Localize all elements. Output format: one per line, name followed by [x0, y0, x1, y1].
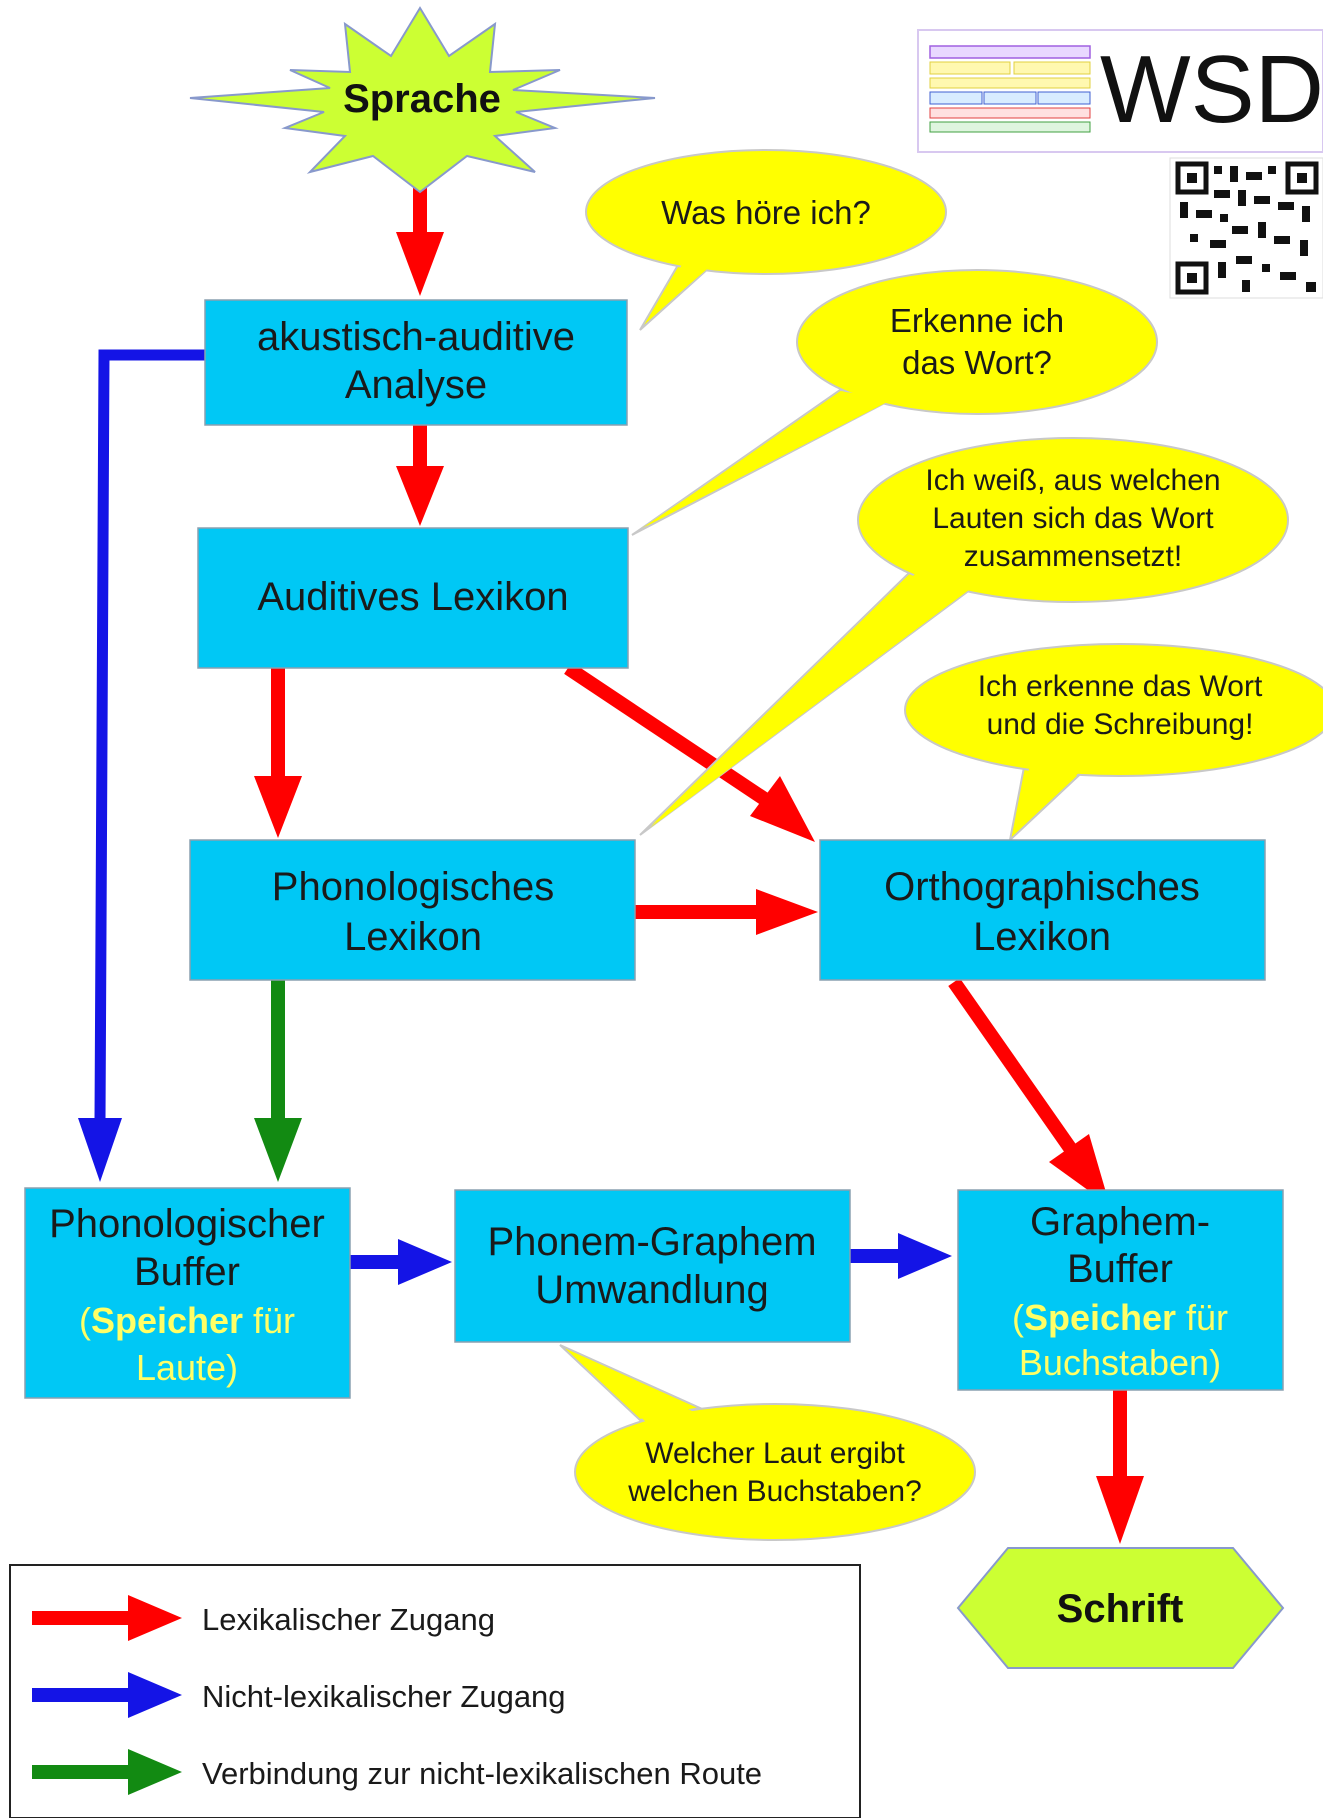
red-arrowhead-analysis [396, 232, 444, 296]
bubble-spelling: Ich erkenne das Wort und die Schreibung! [904, 643, 1323, 843]
blue-arrowhead-grapheme-buffer [898, 1233, 952, 1279]
nonlexical-route [78, 349, 952, 1285]
box-acoustic-analysis: akustisch-auditive Analyse [204, 299, 628, 426]
end-hexagon: Schrift [956, 1547, 1285, 1669]
logo-text: WSD [1100, 36, 1323, 143]
red-connector-auditory-to-orthographic [564, 662, 770, 806]
box-grapheme-buffer: Graphem- Buffer (Speicher für Buchstaben… [957, 1189, 1284, 1391]
bubble-recognize-line1: Erkenne ich [890, 302, 1064, 339]
box-phonological-lexicon: Phonologisches Lexikon [189, 839, 636, 981]
blue-arrowhead-conversion [398, 1239, 452, 1285]
box-gbuffer-line2: Buffer [1067, 1247, 1173, 1291]
red-arrowhead-orthographic-diag [750, 776, 815, 842]
bubble-hear: Was höre ich? [585, 149, 947, 331]
box-orthographic-line2: Lexikon [973, 915, 1111, 959]
legend-item-connection: Verbindung zur nicht-lexikalischen Route [32, 1749, 762, 1795]
bubble-hear-text: Was höre ich? [661, 194, 871, 231]
bubble-spelling-line2: und die Schreibung! [987, 708, 1254, 741]
box-pbuffer-line1: Phonologischer [49, 1202, 325, 1246]
legend: Lexikalischer Zugang Nicht-lexikalischer… [9, 1564, 861, 1818]
bubble-recognize: Erkenne ich das Wort? [631, 269, 1158, 536]
legend-label-nonlexical: Nicht-lexikalischer Zugang [202, 1679, 566, 1714]
box-pbuffer-bold: Speicher [91, 1300, 243, 1341]
box-orthographic-line1: Orthographisches [884, 865, 1200, 909]
legend-arrowhead-lexical [128, 1595, 182, 1641]
box-gbuffer-line1: Graphem- [1030, 1200, 1210, 1244]
green-arrowhead-phonological-buffer [254, 1118, 302, 1182]
start-star: Sprache [189, 6, 656, 194]
legend-label-lexical: Lexikalischer Zugang [202, 1602, 495, 1637]
box-pbuffer-paren: ( [79, 1300, 91, 1341]
legend-arrowhead-connection [128, 1749, 182, 1795]
box-auditory-line1: Auditives Lexikon [257, 575, 568, 619]
blue-arrowhead-phonological-buffer [78, 1118, 122, 1182]
bubble-sounds-line2: Lauten sich das Wort [932, 502, 1214, 535]
box-pbuffer-line2: Buffer [134, 1250, 240, 1294]
red-arrowhead-phonological-lexicon [254, 776, 302, 838]
bubble-letters: Welcher Laut ergibt welchen Buchstaben? [559, 1344, 976, 1541]
legend-arrowhead-nonlexical [128, 1672, 182, 1718]
box-conversion: Phonem-Graphem Umwandlung [454, 1189, 851, 1343]
box-conversion-line1: Phonem-Graphem [487, 1220, 816, 1264]
box-phonological-line2: Lexikon [344, 915, 482, 959]
box-phonological-buffer: Phonologischer Buffer (Speicher für Laut… [24, 1187, 351, 1399]
bubble-recognize-line2: das Wort? [902, 344, 1052, 381]
box-gbuffer-paren: ( [1012, 1297, 1024, 1338]
box-phonological-line1: Phonologisches [272, 865, 554, 909]
bubble-letters-line2: welchen Buchstaben? [627, 1475, 922, 1508]
red-arrowhead-orthographic-horiz [756, 889, 818, 935]
bubble-spelling-line1: Ich erkenne das Wort [978, 670, 1263, 703]
box-pbuffer-rest: für [243, 1300, 295, 1341]
end-label: Schrift [1057, 1587, 1184, 1631]
box-conversion-line2: Umwandlung [535, 1268, 768, 1312]
box-gbuffer-line4: Buchstaben) [1019, 1342, 1221, 1383]
red-arrowhead-auditory-lexicon [396, 466, 444, 526]
legend-item-nonlexical: Nicht-lexikalischer Zugang [32, 1672, 566, 1718]
box-acoustic-line2: Analyse [345, 363, 487, 407]
box-pbuffer-line4: Laute) [136, 1347, 238, 1388]
box-auditory-lexicon: Auditives Lexikon [197, 527, 629, 669]
start-label: Sprache [343, 77, 501, 121]
box-gbuffer-rest: für [1176, 1297, 1228, 1338]
box-pbuffer-line3: (Speicher für [79, 1300, 295, 1341]
red-arrowhead-grapheme-buffer [1049, 1134, 1110, 1206]
bubble-sounds: Ich weiß, aus welchen Lauten sich das Wo… [639, 437, 1289, 836]
connection-route [254, 980, 302, 1182]
blue-connector-analysis-to-buffer [94, 349, 205, 1121]
lexical-route [254, 180, 1144, 1544]
box-orthographic-lexicon: Orthographisches Lexikon [819, 839, 1266, 981]
red-connector-orthographic-to-grapheme [948, 977, 1076, 1153]
legend-label-connection: Verbindung zur nicht-lexikalischen Route [202, 1756, 762, 1791]
legend-item-lexical: Lexikalischer Zugang [32, 1595, 495, 1641]
logo-thumbnail [929, 45, 1091, 133]
bubble-sounds-line1: Ich weiß, aus welchen [925, 464, 1220, 497]
bubble-sounds-line3: zusammensetzt! [964, 540, 1182, 573]
box-gbuffer-line3: (Speicher für [1012, 1297, 1228, 1338]
box-gbuffer-bold: Speicher [1024, 1297, 1176, 1338]
logo: WSD [917, 29, 1323, 153]
qr-code-icon [1169, 157, 1323, 299]
box-acoustic-line1: akustisch-auditive [257, 315, 575, 359]
bubble-letters-line1: Welcher Laut ergibt [645, 1437, 905, 1470]
red-arrowhead-end [1096, 1476, 1144, 1544]
